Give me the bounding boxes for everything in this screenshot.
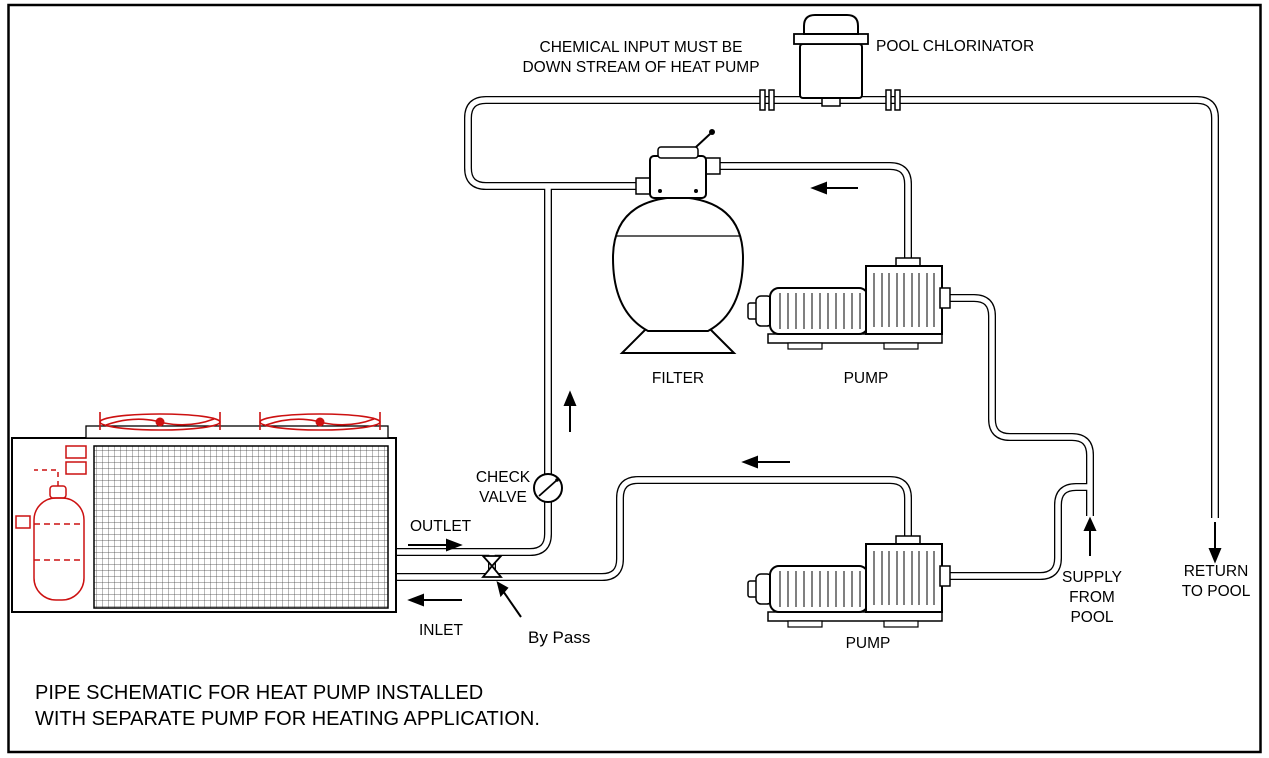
pump-lower-label: PUMP: [846, 635, 891, 652]
compressor-icon: [15, 445, 87, 601]
bypass-pointer-arrow: [496, 581, 522, 618]
pump-suction-port: [939, 287, 951, 309]
pump-lower-icon: [747, 535, 951, 628]
pump-upper-icon: [747, 257, 951, 350]
fan-deck: [85, 425, 389, 439]
axial-fan-icon: [259, 412, 381, 431]
bypass-label: By Pass: [528, 628, 590, 647]
caption-line1: PIPE SCHEMATIC FOR HEAT PUMP INSTALLED: [35, 682, 483, 704]
return-label-line2: TO POOL: [1182, 583, 1251, 600]
chemical-note-line2: DOWN STREAM OF HEAT PUMP: [522, 59, 759, 76]
return-label-line1: RETURN: [1184, 563, 1249, 580]
flow-arrows: [407, 181, 1222, 618]
flow-arrow-filter-line: [810, 181, 858, 195]
axial-fan-icon: [99, 412, 221, 431]
pool-chlorinator-label: POOL CHLORINATOR: [876, 38, 1034, 55]
flow-arrow-supply-up: [1083, 516, 1097, 556]
flow-arrow-heating-loop: [741, 455, 790, 469]
check-valve-label-line1: CHECK: [476, 469, 531, 486]
evaporator-coil-mesh: [93, 445, 389, 609]
supply-label-line1: SUPPLY: [1062, 569, 1122, 586]
pump-motor: [769, 565, 869, 613]
check-valve-symbol: [533, 473, 563, 503]
pipe-union-icons: [759, 89, 901, 111]
filter-tank: [611, 195, 745, 332]
supply-label-line2: FROM: [1069, 589, 1115, 606]
check-valve-label-line2: VALVE: [479, 489, 527, 506]
valve-handle: [695, 133, 711, 148]
outlet-label: OUTLET: [410, 518, 472, 535]
pump-suction-port: [939, 565, 951, 587]
flow-arrow-inlet: [407, 593, 462, 607]
flow-arrow-return-down: [1208, 522, 1222, 564]
flow-arrow-outlet: [408, 538, 463, 552]
bypass-valve-symbol: [480, 555, 504, 578]
sand-filter-icon: [611, 129, 745, 354]
supply-label-line3: POOL: [1070, 609, 1113, 626]
caption-line2: WITH SEPARATE PUMP FOR HEATING APPLICATI…: [35, 708, 540, 730]
inlet-label: INLET: [419, 622, 463, 639]
filter-label: FILTER: [652, 370, 704, 387]
chemical-note-line1: CHEMICAL INPUT MUST BE: [540, 39, 743, 56]
pump-motor: [769, 287, 869, 335]
diagram-border: [7, 3, 1262, 754]
heat-pump-unit-icon: [11, 412, 397, 613]
pump-upper-label: PUMP: [844, 370, 889, 387]
pool-chlorinator-icon: [793, 14, 869, 107]
flow-arrow-riser-up: [563, 390, 577, 432]
